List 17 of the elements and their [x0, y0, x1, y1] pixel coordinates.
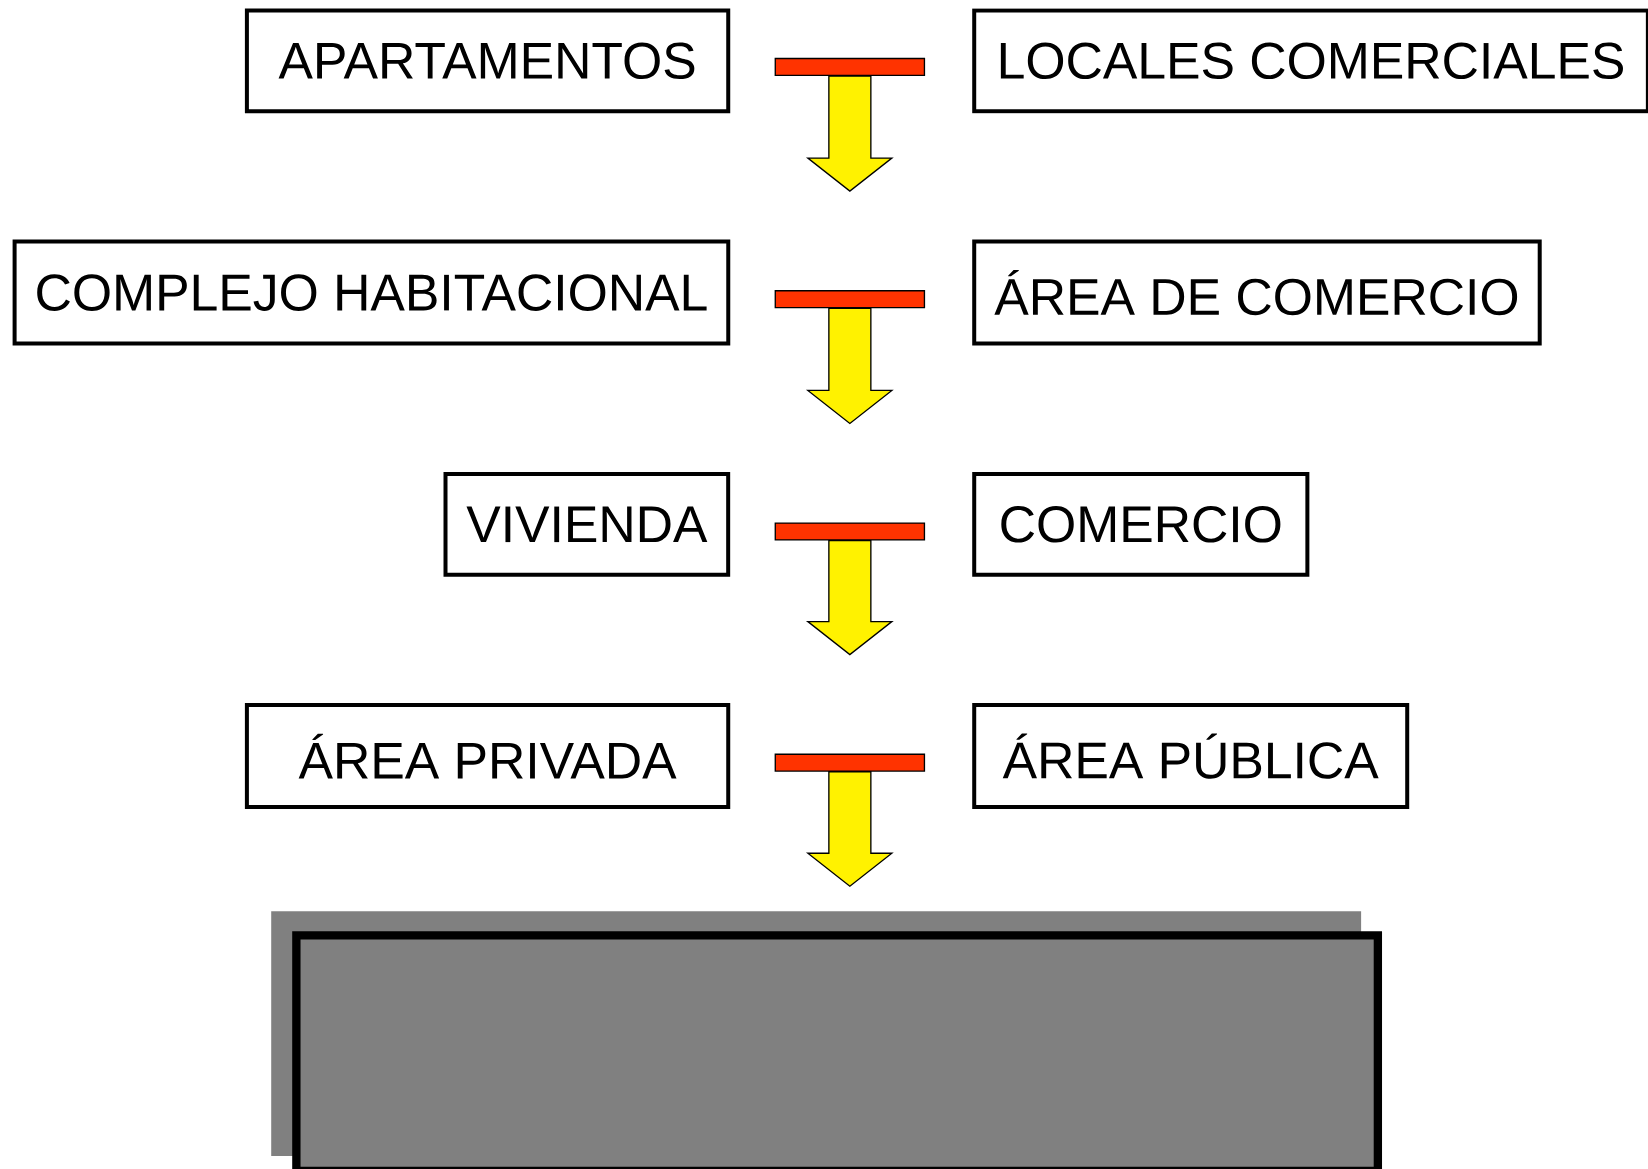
text-box: LOCALES COMERCIALES	[972, 8, 1648, 114]
bar-symbol	[774, 290, 926, 309]
text-box: ÁREA PRIVADA	[244, 703, 731, 810]
text-box: VIVIENDA	[443, 471, 731, 577]
bar-symbol	[774, 753, 926, 772]
bar-symbol	[774, 57, 926, 76]
block-arrow	[805, 771, 894, 888]
block-arrow	[805, 307, 894, 425]
text-box: APARTAMENTOS	[244, 8, 731, 114]
block-arrow	[805, 75, 894, 192]
text-box: COMPLEJO HABITACIONAL	[12, 239, 731, 346]
shadowed-box	[271, 911, 1383, 1169]
block-arrow	[805, 539, 894, 656]
bar-symbol	[774, 522, 926, 541]
text-box: ÁREA DE COMERCIO	[972, 239, 1542, 346]
text-box: ÁREA PÚBLICA	[972, 703, 1410, 810]
text-box: COMERCIO	[972, 471, 1310, 577]
